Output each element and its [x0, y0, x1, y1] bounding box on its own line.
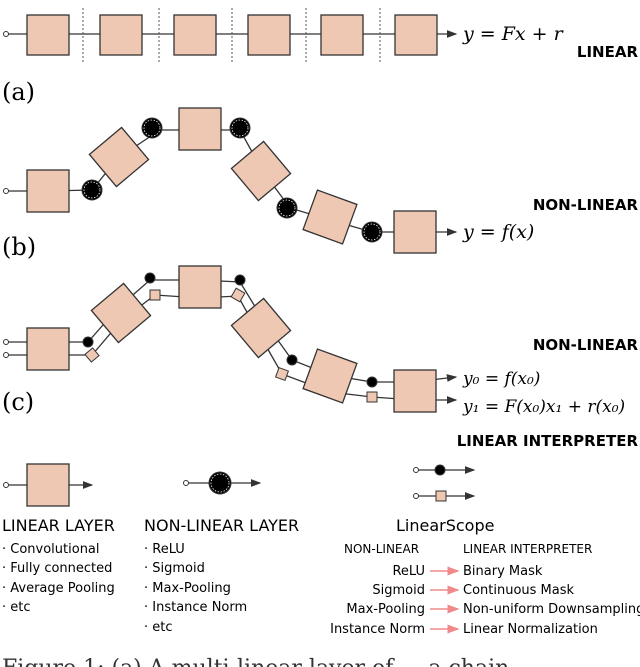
linear-layer-box: [230, 140, 292, 202]
panel-a: y = Fx + r LINEAR (a): [2, 8, 638, 106]
panel-tag: NON-LINEAR: [533, 196, 639, 214]
nonlinear-small-icon: [434, 464, 446, 476]
linear-layer-box: [320, 14, 364, 56]
input-node: [3, 31, 9, 37]
nonlinear-layer-icon: [208, 471, 232, 495]
linear-layer-box: [393, 210, 437, 254]
input-node: [3, 482, 9, 488]
scope-from: ReLU: [392, 564, 425, 579]
nonlinear-node: [144, 272, 156, 284]
signal-path: [6, 129, 458, 236]
output-formula-0: y₀ = f(x₀): [462, 369, 540, 389]
scope-to: Binary Mask: [463, 564, 543, 579]
panel-label: (a): [2, 78, 35, 106]
linear-layer-box: [393, 369, 437, 413]
legend-nonlinear-item: · etc: [144, 620, 173, 635]
linear-layer-box: [173, 14, 217, 56]
linear-layer-box: [26, 14, 70, 56]
input-node: [413, 467, 419, 473]
scope-from: Max-Pooling: [346, 602, 425, 617]
legend-nonlinear-item: · ReLU: [144, 542, 185, 557]
legend-scope-col-right: LINEAR INTERPRETER: [463, 542, 592, 556]
linear-layer-box: [90, 282, 152, 344]
panel-tag: NON-LINEAR: [533, 336, 639, 354]
input-node: [3, 352, 9, 358]
linear-interpreter-node: [274, 366, 290, 382]
output-formula: y = Fx + r: [462, 23, 565, 45]
input-node: [3, 188, 9, 194]
linear-interpreter-node: [366, 391, 378, 403]
legend-nonlinear-item: · Max-Pooling: [144, 581, 231, 596]
output-formula: y = f(x): [462, 221, 534, 243]
linear-layer-box: [302, 189, 358, 245]
legend-linear-item: · Convolutional: [2, 542, 100, 557]
legend: LINEAR LAYER · Convolutional · Fully con…: [2, 463, 640, 637]
scope-from: Instance Norm: [330, 622, 425, 637]
nonlinear-node: [286, 354, 298, 366]
legend-linear-item: · Fully connected: [2, 561, 112, 576]
nonlinear-node: [141, 117, 163, 139]
figure-caption: Figure 1: (a) A multi-linear layer of ..…: [2, 656, 509, 667]
linear-interpreter-node: [149, 289, 161, 301]
interpreter-small-icon: [435, 490, 447, 502]
linear-layer-box: [302, 348, 358, 404]
input-node: [183, 480, 189, 486]
legend-scope-col-left: NON-LINEAR: [344, 542, 419, 556]
linear-interpreter-node: [230, 287, 246, 303]
signal-path-linear: [6, 294, 458, 404]
output-formula-1: y₁ = F(x₀)x₁ + r(x₀): [462, 397, 625, 417]
signal-path-nonlinear: [6, 279, 458, 383]
linear-layer-icon: [26, 463, 70, 507]
input-node: [413, 493, 419, 499]
legend-nonlinear-item: · Sigmoid: [144, 561, 205, 576]
linear-layer-box: [26, 169, 70, 213]
scope-to: Non-uniform Downsampling: [463, 602, 640, 617]
legend-linear-title: LINEAR LAYER: [2, 516, 115, 535]
linear-layer-box: [26, 327, 70, 371]
nonlinear-node: [276, 197, 298, 219]
scope-to: Continuous Mask: [463, 583, 575, 598]
panel-tag-interpreter: LINEAR INTERPRETER: [457, 432, 639, 450]
nonlinear-node: [82, 336, 94, 348]
nonlinear-node: [229, 117, 251, 139]
nonlinear-node: [234, 274, 246, 286]
input-node: [3, 339, 9, 345]
linear-layer-box: [88, 126, 150, 188]
panel-label: (b): [2, 233, 36, 261]
linear-layer-box: [230, 297, 292, 359]
nonlinear-node: [361, 221, 383, 243]
linear-layer-box: [178, 107, 222, 151]
linear-layer-box: [394, 14, 438, 56]
layer-dividers: [82, 8, 381, 62]
linear-interpreter-node: [84, 347, 100, 363]
legend-nonlinear-item: · Instance Norm: [144, 600, 247, 615]
nonlinear-node: [81, 179, 103, 201]
scope-from: Sigmoid: [372, 583, 425, 598]
legend-nonlinear-title: NON-LINEAR LAYER: [144, 516, 299, 535]
panel-c: y₀ = f(x₀) y₁ = F(x₀)x₁ + r(x₀) NON-LINE…: [2, 265, 639, 450]
legend-scope-title: LinearScope: [396, 516, 494, 535]
linear-layer-box: [178, 265, 222, 309]
panel-tag: LINEAR: [577, 43, 639, 61]
nonlinear-node: [366, 376, 378, 388]
linear-layer-box: [99, 14, 143, 56]
panel-label: (c): [2, 388, 34, 416]
linear-layer-box: [247, 14, 291, 56]
scope-to: Linear Normalization: [463, 622, 598, 637]
legend-linear-item: · Average Pooling: [2, 581, 115, 596]
legend-linear-item: · etc: [2, 600, 31, 615]
panel-b: y = f(x) NON-LINEAR (b): [2, 107, 639, 261]
